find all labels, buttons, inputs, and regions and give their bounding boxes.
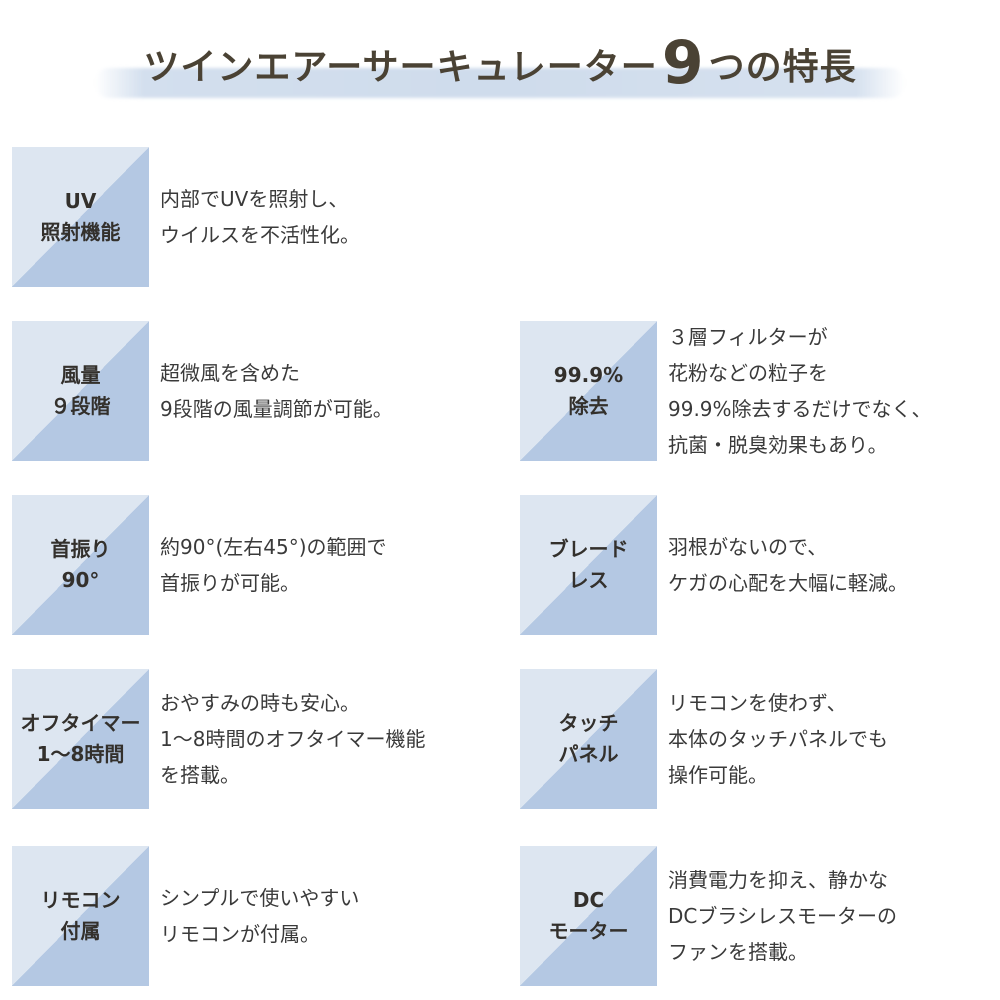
feature-swing: 首振り 90° 約90°(左右45°)の範囲で 首振りが可能。 <box>12 495 492 635</box>
feature-description-text: 羽根がないので、 ケガの心配を大幅に軽減。 <box>668 535 908 595</box>
feature-badge-label: リモコン 付属 <box>40 888 121 943</box>
feature-description: 内部でUVを照射し、 ウイルスを不活性化。 <box>160 147 360 287</box>
feature-description-text: 内部でUVを照射し、 ウイルスを不活性化。 <box>160 187 360 247</box>
feature-description: ３層フィルターが 花粉などの粒子を 99.9%除去するだけでなく、 抗菌・脱臭効… <box>668 321 932 461</box>
feature-badge-label: 首振り 90° <box>50 537 111 592</box>
feature-description-text: ３層フィルターが 花粉などの粒子を 99.9%除去するだけでなく、 抗菌・脱臭効… <box>668 325 932 457</box>
feature-description: 約90°(左右45°)の範囲で 首振りが可能。 <box>160 495 387 635</box>
feature-description: 羽根がないので、 ケガの心配を大幅に軽減。 <box>668 495 908 635</box>
feature-badge: ブレード レス <box>520 495 657 635</box>
feature-badge: UV 照射機能 <box>12 147 149 287</box>
page-title-number: 9 <box>661 28 705 98</box>
feature-badge-label: ブレード レス <box>548 537 629 592</box>
feature-badge-label: オフタイマー 1〜8時間 <box>20 711 141 766</box>
feature-description-text: リモコンを使わず、 本体のタッチパネルでも 操作可能。 <box>668 691 888 787</box>
feature-badge-label: 99.9% 除去 <box>553 363 624 418</box>
page-title-main: ツインエアーサーキュレーター <box>143 47 658 88</box>
feature-badge-label: UV 照射機能 <box>40 189 121 244</box>
feature-dc-motor: DC モーター 消費電力を抑え、静かな DCブラシレスモーターの ファンを搭載。 <box>520 846 990 986</box>
feature-description: リモコンを使わず、 本体のタッチパネルでも 操作可能。 <box>668 669 888 809</box>
feature-badge: リモコン 付属 <box>12 846 149 986</box>
feature-remote: リモコン 付属 シンプルで使いやすい リモコンが付属。 <box>12 846 492 986</box>
feature-filter: 99.9% 除去 ３層フィルターが 花粉などの粒子を 99.9%除去するだけでな… <box>520 321 990 461</box>
feature-description-text: 超微風を含めた 9段階の風量調節が可能。 <box>160 361 393 421</box>
feature-description-text: 消費電力を抑え、静かな DCブラシレスモーターの ファンを搭載。 <box>668 868 897 964</box>
feature-badge: 99.9% 除去 <box>520 321 657 461</box>
feature-badge: 風量 ９段階 <box>12 321 149 461</box>
feature-description-text: 約90°(左右45°)の範囲で 首振りが可能。 <box>160 535 387 595</box>
title-brush-stroke <box>95 68 905 98</box>
feature-badge: DC モーター <box>520 846 657 986</box>
feature-badge-label: 風量 ９段階 <box>50 363 111 418</box>
feature-description: シンプルで使いやすい リモコンが付属。 <box>160 846 359 986</box>
feature-badge-label: DC モーター <box>548 888 629 943</box>
feature-description: 超微風を含めた 9段階の風量調節が可能。 <box>160 321 393 461</box>
feature-uv: UV 照射機能 内部でUVを照射し、 ウイルスを不活性化。 <box>12 147 492 287</box>
feature-bladeless: ブレード レス 羽根がないので、 ケガの心配を大幅に軽減。 <box>520 495 990 635</box>
feature-description-text: おやすみの時も安心。 1〜8時間のオフタイマー機能 を搭載。 <box>160 691 426 787</box>
feature-description: おやすみの時も安心。 1〜8時間のオフタイマー機能 を搭載。 <box>160 669 425 809</box>
feature-badge-label: タッチ パネル <box>558 711 619 766</box>
feature-description: 消費電力を抑え、静かな DCブラシレスモーターの ファンを搭載。 <box>668 846 897 986</box>
page-title-tail: つの特長 <box>708 47 857 88</box>
feature-badge: オフタイマー 1〜8時間 <box>12 669 149 809</box>
feature-off-timer: オフタイマー 1〜8時間 おやすみの時も安心。 1〜8時間のオフタイマー機能 を… <box>12 669 492 809</box>
feature-airflow: 風量 ９段階 超微風を含めた 9段階の風量調節が可能。 <box>12 321 492 461</box>
feature-badge: タッチ パネル <box>520 669 657 809</box>
feature-badge: 首振り 90° <box>12 495 149 635</box>
feature-description-text: シンプルで使いやすい リモコンが付属。 <box>160 886 360 946</box>
feature-touch-panel: タッチ パネル リモコンを使わず、 本体のタッチパネルでも 操作可能。 <box>520 669 990 809</box>
